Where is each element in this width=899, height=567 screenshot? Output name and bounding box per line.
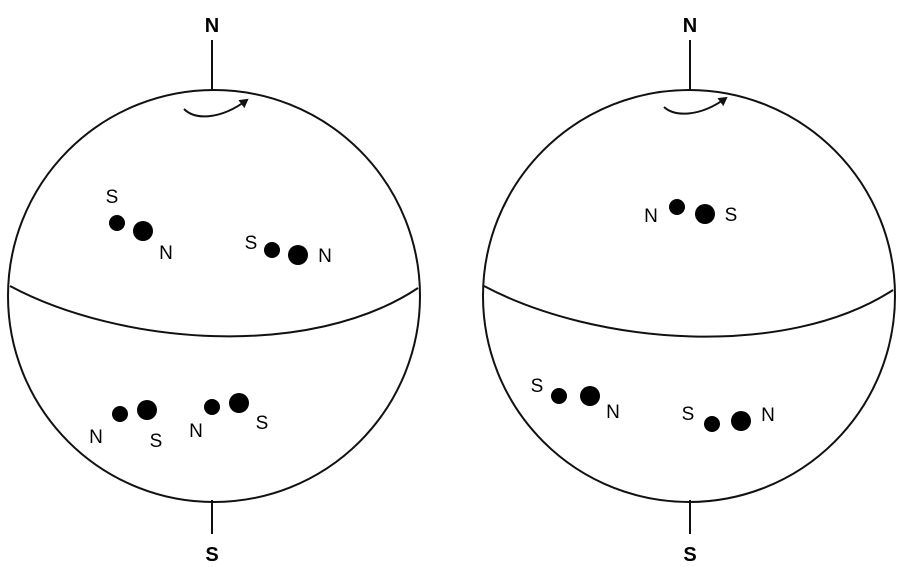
polarity-label: N (189, 421, 203, 442)
left-north-pair-2: S N (245, 233, 332, 267)
polarity-label: S (106, 187, 119, 208)
right-rotation-arrow-icon (663, 96, 728, 115)
sunspot (204, 399, 220, 415)
sunspot (704, 416, 720, 432)
polarity-label: S (150, 431, 163, 452)
sunspot (695, 204, 715, 224)
left-globe-outline (7, 89, 421, 503)
polarity-label: N (89, 427, 103, 448)
sunspot (137, 400, 157, 420)
right-south-pair-2: S N (682, 404, 775, 432)
left-globe-equator (9, 285, 419, 338)
polarity-label: N (606, 402, 620, 423)
sunspot (288, 245, 308, 265)
left-south-pair-1: N S (89, 400, 162, 452)
sunspot (580, 386, 600, 406)
polarity-label: S (682, 404, 695, 425)
polarity-label: S (245, 233, 258, 254)
sunspot (112, 406, 128, 422)
left-globe: N S S N S N N S N S (7, 15, 421, 566)
sunspot (731, 411, 751, 431)
polarity-label: S (256, 413, 269, 434)
left-rotation-arrow-icon (183, 98, 249, 118)
sunspot (551, 388, 567, 404)
polarity-label: N (159, 243, 173, 264)
polarity-label: N (761, 405, 775, 426)
left-south-pole-label: S (205, 544, 218, 566)
polarity-label: N (644, 206, 658, 227)
sunspot (669, 199, 685, 215)
sunspot (109, 215, 125, 231)
polarity-label: S (531, 376, 544, 397)
right-north-pair-1: N S (644, 199, 737, 227)
left-north-pole-label: N (205, 15, 219, 37)
right-globe-outline (482, 89, 896, 503)
sunspot (133, 221, 153, 241)
right-globe: N S N S S N S N (482, 15, 896, 566)
right-south-pole-label: S (683, 544, 696, 566)
left-south-pair-2: N S (189, 393, 268, 442)
right-south-pair-1: S N (531, 376, 620, 423)
right-north-pole-label: N (683, 15, 697, 37)
polarity-label: N (318, 246, 332, 267)
polarity-label: S (725, 205, 738, 226)
right-globe-equator (483, 285, 894, 338)
left-north-pair-1: S N (106, 187, 173, 264)
sunspot (229, 393, 249, 413)
sunspot (264, 242, 280, 258)
